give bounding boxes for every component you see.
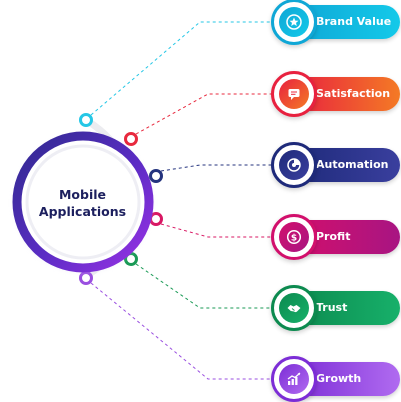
svg-text:$: $ [291,233,297,243]
growth-chart-icon [279,364,309,394]
connector-line [90,282,272,380]
item-label: Satisfaction [316,87,391,100]
connector-line [160,223,272,238]
icon-ring [271,71,317,117]
connector-line [135,263,272,309]
connector-node [124,132,138,146]
connector-node [149,169,163,183]
connector-node [79,271,93,285]
item-label: Trust [316,301,348,314]
dollar-coin-icon: $ [279,222,309,252]
connector-line [135,93,272,135]
center-label-line2: Applications [38,204,127,219]
connector-line [160,164,272,172]
item-label: Brand Value [316,15,392,28]
icon-ring [271,0,317,45]
icon-ring [271,285,317,331]
handshake-icon [279,293,309,323]
icon-ring: $ [271,214,317,260]
connector-node [79,113,93,127]
item-label: Automation [316,158,389,171]
connector-line [90,21,272,116]
item-label: Growth [316,372,362,385]
icon-ring [271,142,317,188]
star-badge-icon [279,7,309,37]
item-label: Profit [316,230,351,243]
center-label-line1: Mobile [58,187,107,202]
icon-ring [271,356,317,402]
center-label: Mobile Applications [20,186,145,220]
chart-gauge-icon [279,150,309,180]
chat-bubble-icon [279,79,309,109]
